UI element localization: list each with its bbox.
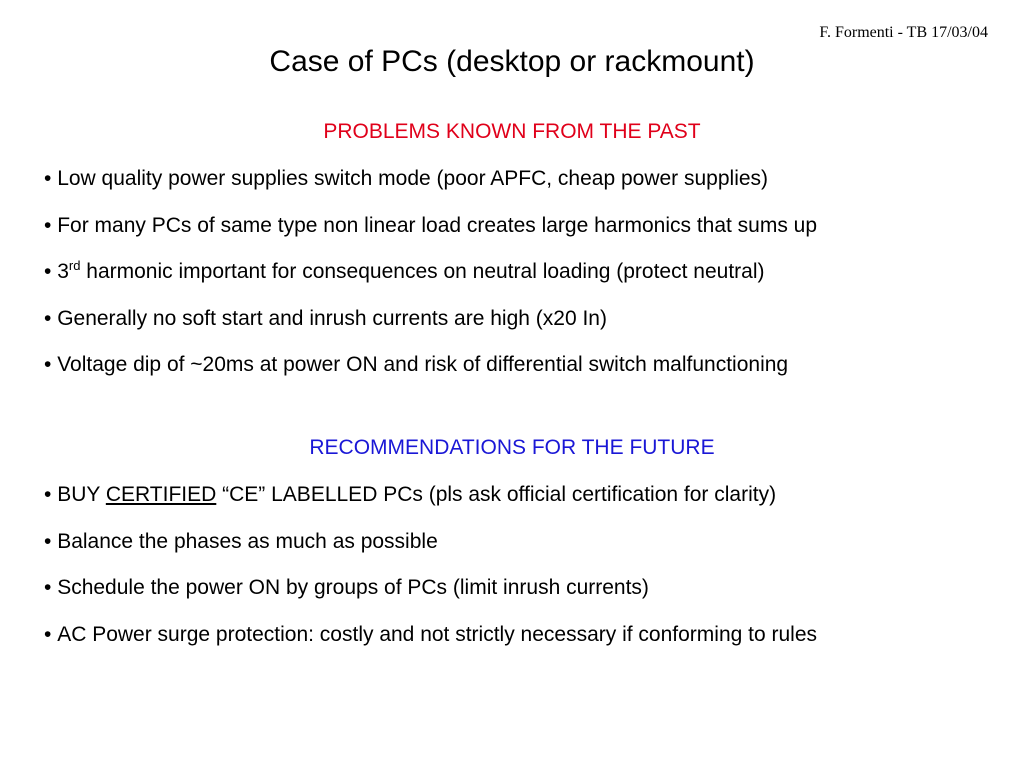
problems-list: Low quality power supplies switch mode (… bbox=[44, 165, 817, 398]
harmonic-number: 3 bbox=[57, 260, 69, 283]
author-date-label: F. Formenti - TB 17/03/04 bbox=[819, 24, 988, 41]
certified-emphasis: CERTIFIED bbox=[105, 483, 217, 506]
recommendations-list: BUY CERTIFIED “CE” LABELLED PCs (pls ask… bbox=[44, 481, 817, 667]
recommendation-item: Schedule the power ON by groups of PCs (… bbox=[44, 574, 817, 621]
problems-heading: PROBLEMS KNOWN FROM THE PAST bbox=[323, 120, 701, 143]
ordinal-suffix: rd bbox=[68, 258, 81, 273]
problem-item: Low quality power supplies switch mode (… bbox=[44, 165, 817, 212]
slide-title: Case of PCs (desktop or rackmount) bbox=[269, 45, 755, 78]
problem-item: Generally no soft start and inrush curre… bbox=[44, 305, 817, 352]
problem-item-text: harmonic important for consequences on n… bbox=[80, 260, 765, 283]
problem-item: Voltage dip of ~20ms at power ON and ris… bbox=[44, 351, 817, 398]
recommendation-item: AC Power surge protection: costly and no… bbox=[44, 621, 817, 668]
recommendations-heading: RECOMMENDATIONS FOR THE FUTURE bbox=[309, 436, 715, 459]
problem-item: 3rd harmonic important for consequences … bbox=[44, 258, 817, 305]
problem-item: For many PCs of same type non linear loa… bbox=[44, 212, 817, 259]
recommendation-item: Balance the phases as much as possible bbox=[44, 528, 817, 575]
recommendation-item-prefix: BUY bbox=[57, 483, 106, 506]
recommendation-item-text: “CE” LABELLED PCs (pls ask official cert… bbox=[216, 483, 777, 506]
recommendation-item: BUY CERTIFIED “CE” LABELLED PCs (pls ask… bbox=[44, 481, 817, 528]
